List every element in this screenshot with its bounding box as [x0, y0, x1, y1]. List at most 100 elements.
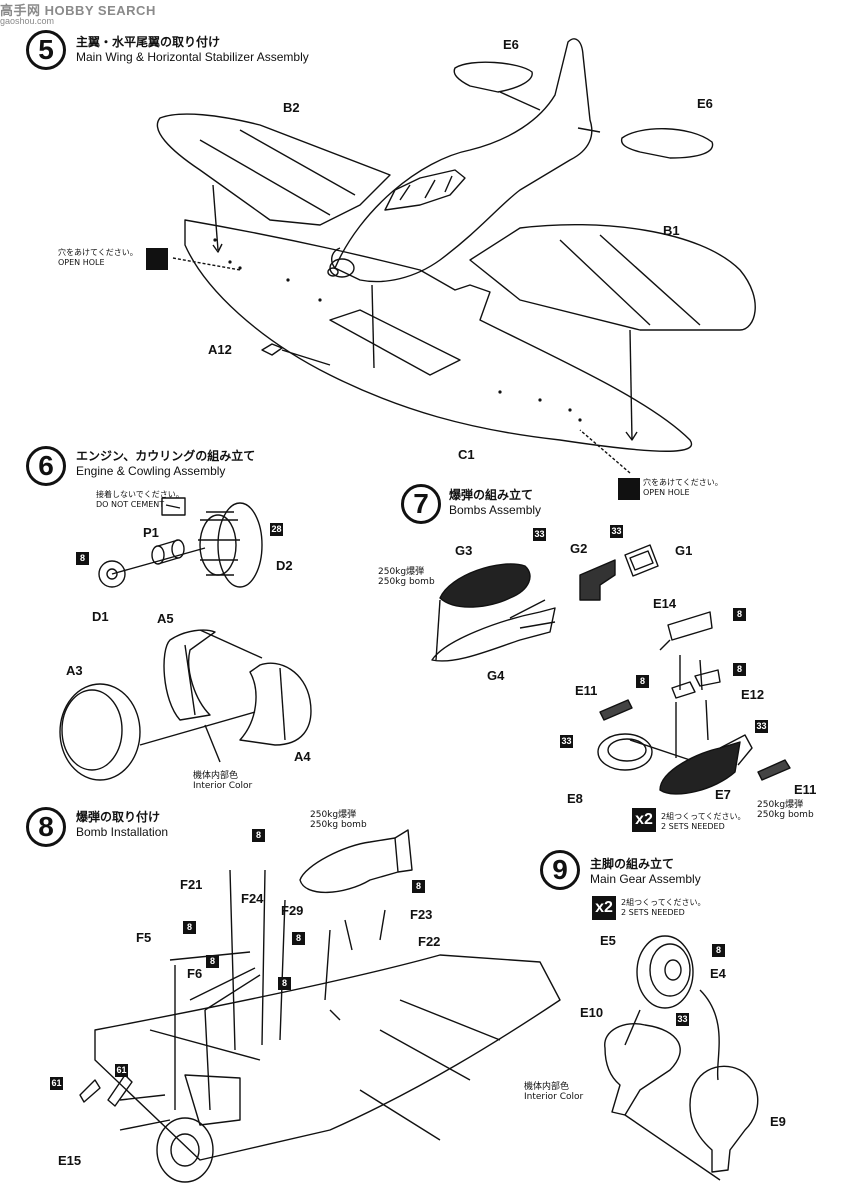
- do-not-cement-note: 接着しないでください。 DO NOT CEMENT: [96, 490, 184, 510]
- bomb-label-en: 250kg bomb: [378, 577, 435, 587]
- bomb-label-jp: 250kg爆弾: [378, 567, 425, 577]
- step-7-title-en: Bombs Assembly: [449, 503, 542, 517]
- canopy-drawing: [384, 169, 466, 211]
- open-hole-en: OPEN HOLE: [643, 488, 690, 497]
- stabilizer-e6-right: [620, 128, 714, 159]
- fin-g2-drawing: [579, 559, 616, 601]
- cowl-a4-drawing: [239, 662, 312, 746]
- part-label-b2: B2: [283, 100, 300, 115]
- quantity-badge: x2: [632, 808, 656, 832]
- color-number-badge: 8: [733, 663, 746, 676]
- part-label-e11-left: E11: [575, 683, 598, 698]
- part-label-f24: F24: [241, 891, 264, 906]
- open-hole-en: OPEN HOLE: [58, 258, 105, 267]
- color-number-badge: 61: [115, 1064, 128, 1077]
- color-number-badge: 33: [533, 528, 546, 541]
- interior-color-jp: 機体内部色: [193, 771, 239, 781]
- ring-a3-drawing: [59, 683, 141, 781]
- wing-underside-drawing: [94, 954, 561, 1161]
- step-6-title-jp: エンジン、カウリングの組み立て: [76, 449, 256, 463]
- sets-en: 2 SETS NEEDED: [621, 908, 685, 917]
- color-number-badge: 8: [183, 921, 196, 934]
- step-8-title-jp: 爆弾の取り付け: [76, 810, 161, 824]
- color-number-badge: 33: [610, 525, 623, 538]
- sets-needed-note-7: 2組つくってください。 2 SETS NEEDED: [661, 812, 745, 832]
- part-label-e9: E9: [770, 1114, 786, 1129]
- bomb-e7-drawing: [659, 741, 741, 795]
- part-label-c1: C1: [458, 447, 475, 462]
- open-hole-jp: 穴をあけてください。: [58, 248, 138, 257]
- part-label-e10: E10: [580, 1005, 604, 1020]
- part-label-p1: P1: [143, 525, 159, 540]
- do-not-cement-en: DO NOT CEMENT: [96, 500, 165, 509]
- color-number-badge: 8: [76, 552, 89, 565]
- part-label-g3: G3: [455, 543, 473, 558]
- step-6-number: 6: [26, 446, 66, 486]
- part-label-b1: B1: [663, 223, 680, 238]
- part-label-a3: A3: [66, 663, 83, 678]
- color-number-badge: 8: [278, 977, 291, 990]
- bomb-g3-drawing: [439, 563, 531, 608]
- bomb-label-step8: 250kg爆弾 250kg bomb: [310, 810, 367, 830]
- bomb-label-jp: 250kg爆弾: [310, 810, 357, 820]
- gear-door-e10-drawing: [604, 1023, 681, 1116]
- bomb-label-en: 250kg bomb: [310, 820, 367, 830]
- color-number-badge: 8: [292, 932, 305, 945]
- frame-g1-drawing: [624, 544, 659, 577]
- step-9-number: 9: [540, 850, 580, 890]
- watermark-sub: gaoshou.com: [0, 16, 55, 26]
- watermark: 高手网 HOBBY SEARCH: [0, 3, 156, 18]
- step-8-title-en: Bomb Installation: [76, 825, 169, 839]
- sets-en: 2 SETS NEEDED: [661, 822, 725, 831]
- step-5-title-jp: 主翼・水平尾翼の取り付け: [76, 35, 221, 49]
- part-a12-drawing: [261, 343, 283, 356]
- ring-e8-drawing: [597, 733, 653, 771]
- part-label-f23: F23: [410, 907, 433, 922]
- step-5-title-en: Main Wing & Horizontal Stabilizer Assemb…: [76, 50, 309, 64]
- color-number-badge: 61: [50, 1077, 63, 1090]
- color-number-badge: 8: [636, 675, 649, 688]
- sets-jp: 2組つくってください。: [661, 812, 746, 821]
- sets-jp: 2組つくってください。: [621, 898, 706, 907]
- bomb-label-en: 250kg bomb: [757, 810, 814, 820]
- part-label-e12: E12: [741, 687, 765, 702]
- open-hole-jp: 穴をあけてください。: [643, 478, 723, 487]
- wing-b1-drawing: [469, 224, 756, 331]
- interior-color-note-6: 機体内部色 Interior Color: [193, 771, 252, 791]
- pitot-e15-a-drawing: [79, 1079, 101, 1103]
- strut-cover-e9-drawing: [689, 1065, 759, 1173]
- bomb-label-step7-b: 250kg爆弾 250kg bomb: [757, 800, 814, 820]
- drill-icon: [618, 478, 640, 500]
- part-label-d1: D1: [92, 609, 109, 624]
- part-label-e8: E8: [567, 791, 583, 806]
- open-hole-note-left: 穴をあけてください。 OPEN HOLE: [58, 248, 138, 268]
- step-7-title-jp: 爆弾の組み立て: [449, 488, 534, 502]
- part-label-g1: G1: [675, 543, 693, 558]
- part-label-e15: E15: [58, 1153, 82, 1168]
- color-number-badge: 8: [412, 880, 425, 893]
- part-label-f5: F5: [136, 930, 152, 945]
- part-label-e11-right: E11: [794, 782, 817, 797]
- part-label-d2: D2: [276, 558, 293, 573]
- hub-d1-drawing: [98, 560, 126, 588]
- part-label-e6-right: E6: [697, 96, 713, 111]
- open-hole-note-right: 穴をあけてください。 OPEN HOLE: [643, 478, 723, 498]
- part-label-f21: F21: [180, 877, 203, 892]
- step-9-title-en: Main Gear Assembly: [590, 872, 701, 886]
- rack-e14-drawing: [667, 611, 713, 641]
- bracket-e12-drawing: [671, 669, 721, 699]
- interior-color-en: Interior Color: [524, 1092, 584, 1102]
- interior-color-jp: 機体内部色: [524, 1082, 570, 1092]
- part-label-g2: G2: [570, 541, 588, 556]
- interior-color-en: Interior Color: [193, 781, 253, 791]
- color-number-badge: 8: [252, 829, 265, 842]
- step-8-number: 8: [26, 807, 66, 847]
- engine-d2-drawing: [217, 502, 263, 588]
- bomb-step8-drawing: [299, 837, 399, 894]
- part-label-e7: E7: [715, 787, 731, 802]
- bomb-label-step7: 250kg爆弾 250kg bomb: [378, 567, 435, 587]
- part-label-a5: A5: [157, 611, 174, 626]
- step-7-number: 7: [401, 484, 441, 524]
- wing-c1-drawing: [184, 219, 693, 452]
- part-label-f6: F6: [187, 966, 203, 981]
